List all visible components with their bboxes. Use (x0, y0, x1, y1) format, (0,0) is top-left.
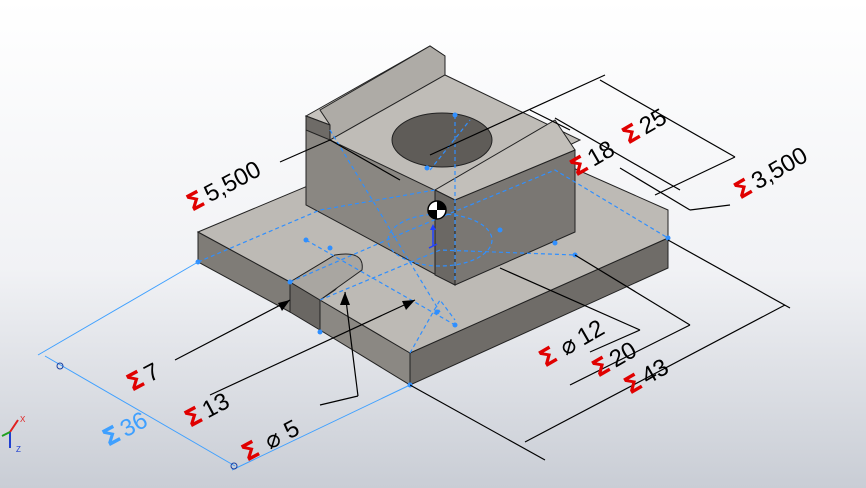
dimension-lines (174, 74, 791, 461)
triad-x-label: X (20, 415, 26, 424)
center-of-mass-icon[interactable] (427, 200, 447, 220)
hidden-lines (197, 115, 669, 354)
origin-marker-icon[interactable] (428, 224, 438, 249)
triad-z-label: Z (16, 445, 21, 454)
reference-triad-icon[interactable]: X Z (1, 415, 26, 454)
driven-dimension-36[interactable] (37, 261, 411, 471)
